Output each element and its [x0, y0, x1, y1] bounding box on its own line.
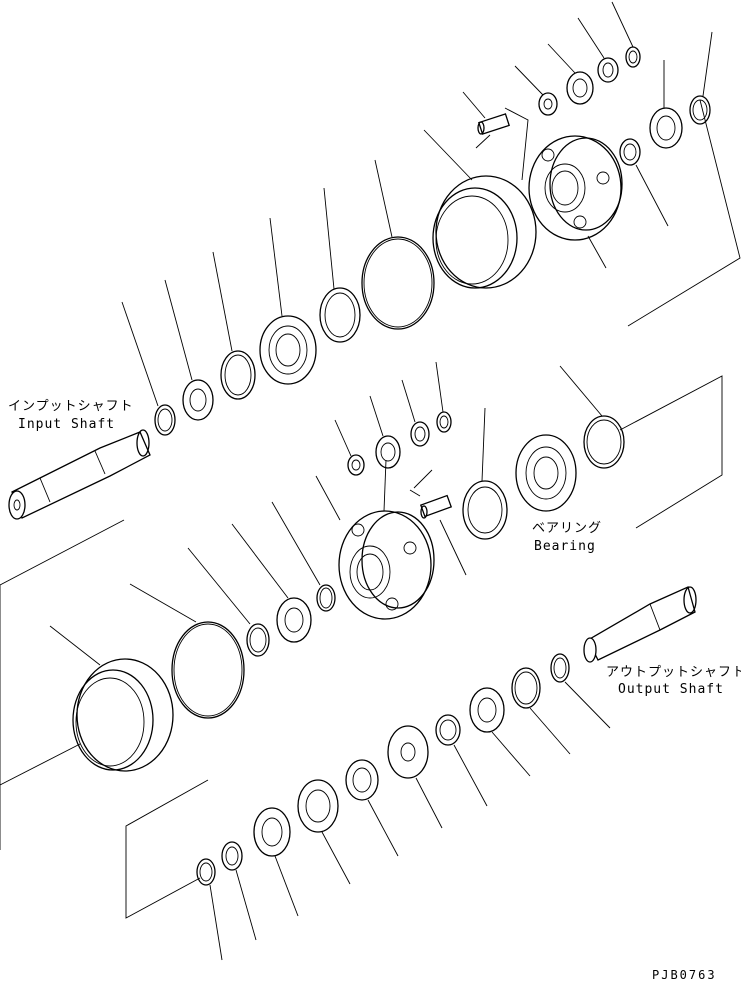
input-shaft	[8, 429, 151, 520]
mid-snap-ring-right	[559, 365, 625, 469]
middle-planet-carrier	[315, 459, 435, 620]
lower-snap-ring-1	[550, 653, 611, 729]
lower-snap-ring-3	[196, 858, 223, 961]
bearing-label-jp: ベアリング	[532, 521, 603, 536]
mid-needle-bearing-2	[231, 523, 312, 643]
upper-roller-bearing	[259, 217, 317, 385]
input-shaft-label-jp: インプットシャフト	[8, 399, 134, 414]
input-shaft-label-en: Input Shaft	[18, 417, 116, 432]
mid-thrust-ring	[462, 407, 508, 540]
right-bearing-upper	[649, 60, 683, 149]
output-shaft-label-en: Output Shaft	[618, 682, 724, 697]
input-ball-bearing	[164, 279, 214, 421]
mid-thrust-washer	[334, 419, 365, 476]
lower-thrust-washer	[387, 725, 443, 829]
top-needle-bearing	[547, 43, 594, 105]
input-snap-ring	[121, 301, 176, 436]
lower-roller-bearing	[297, 779, 351, 885]
right-snap-ring-upper	[689, 31, 713, 125]
lower-ball-bearing	[469, 687, 531, 777]
output-shaft-label-jp: アウトプットシャフト	[606, 665, 741, 680]
upper-planet-carrier	[528, 135, 623, 269]
bearing-label-en: Bearing	[534, 539, 596, 554]
mid-needle-bearing	[369, 395, 401, 469]
lower-snap-ring-2	[511, 667, 571, 755]
upper-snap-ring-mid	[212, 251, 256, 400]
drawing-code: PJB0763	[652, 968, 717, 982]
lower-cylindrical-bearing	[253, 807, 299, 917]
mid-pinion-shaft	[409, 469, 467, 576]
middle-ring-gear	[0, 625, 174, 786]
middle-bracket-lines	[0, 375, 723, 850]
top-bearing-small	[577, 17, 619, 83]
lower-needle-bearing	[345, 759, 399, 857]
mid-ball-bearing	[515, 434, 577, 512]
upper-bracket-lines	[504, 99, 741, 327]
upper-thrust-ring	[319, 187, 361, 343]
mid-small-bearing	[401, 379, 430, 447]
mid-snap-ring-3	[187, 547, 270, 657]
lower-collar-2	[221, 841, 257, 941]
mid-snap-ring-small	[271, 501, 336, 612]
top-snap-ring-1	[611, 1, 641, 68]
upper-ring-gear	[423, 129, 537, 289]
lower-bracket-lines	[125, 779, 209, 919]
mid-large-snap-ring	[129, 583, 245, 719]
top-thrust-washer	[514, 65, 558, 116]
right-collar-upper	[619, 138, 669, 227]
mid-small-ring	[435, 361, 452, 433]
lower-collar	[435, 714, 488, 807]
top-pinion-shaft	[462, 91, 510, 149]
output-shaft	[583, 586, 697, 663]
upper-large-snap-ring	[361, 159, 435, 330]
